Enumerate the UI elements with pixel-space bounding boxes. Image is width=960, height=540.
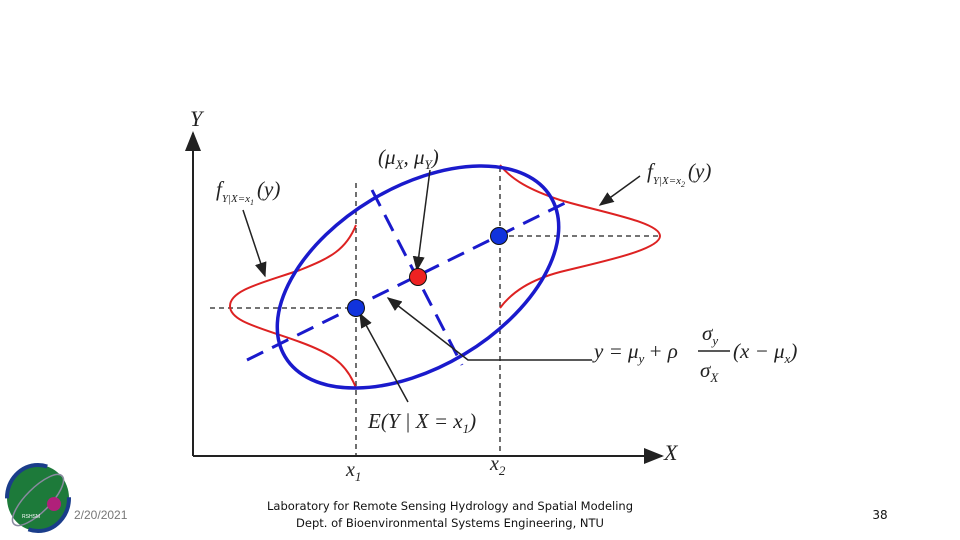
svg-text:σy: σy [702, 321, 718, 348]
regression-equation: y = μy+ ρ σy σX (x − μx) [592, 321, 797, 385]
regression-line [246, 201, 566, 362]
logo-text: RSHSM [22, 514, 40, 520]
svg-text:σX: σX [700, 358, 719, 385]
page-number: 38 [872, 508, 888, 522]
conditional-pdf-1-label: fY|X=x1(y) [216, 177, 280, 207]
mean-point [409, 268, 427, 286]
conditional-expectation-label: E(Y | X = x1) [367, 409, 476, 436]
cond-pdf-1-arrow [242, 209, 267, 278]
regression-equation-arrow [386, 297, 592, 361]
y-axis-label: Y [190, 106, 205, 131]
x-axis-label: X [663, 440, 679, 465]
cond-exp-arrow [359, 312, 409, 403]
footer-org-line-2: Dept. of Bioenvironmental Systems Engine… [296, 516, 604, 530]
cond-pdf-2-arrow [598, 175, 641, 206]
footer-org-line-1: Laboratory for Remote Sensing Hydrology … [267, 499, 633, 513]
joint-density-contour-ellipse [275, 164, 561, 390]
svg-text:(x − μx): (x − μx) [733, 339, 797, 366]
conditional-pdf-2-label: fY|X=x2(y) [647, 159, 711, 189]
conditional-mean-point-x2 [490, 227, 508, 245]
lab-logo: RSHSM [5, 463, 71, 533]
mean-point-arrow [412, 169, 431, 272]
x1-tick-label: x1 [345, 459, 361, 484]
footer-organization: Laboratory for Remote Sensing Hydrology … [240, 498, 660, 532]
conditional-pdf-curve-x1 [228, 224, 357, 389]
x2-tick-label: x2 [489, 453, 506, 478]
mean-point-label: (μX, μY) [378, 145, 439, 172]
footer-date: 2/20/2021 [74, 508, 128, 522]
svg-text:y = μy+ ρ: y = μy+ ρ [592, 339, 678, 366]
conditional-mean-point-x1 [347, 299, 365, 317]
